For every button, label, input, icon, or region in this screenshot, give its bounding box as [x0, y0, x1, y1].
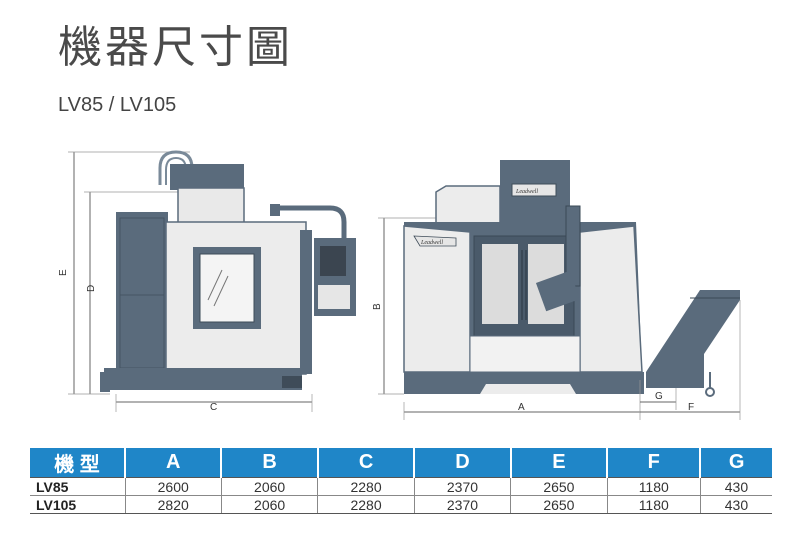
cell-d: 2370	[414, 477, 512, 496]
cell-d: 2370	[414, 495, 512, 514]
table-header-row: 機 型 A B C D E F G	[30, 448, 772, 478]
page-subtitle: LV85 / LV105	[58, 94, 177, 116]
dimension-drawing: E D C B A G F Leadwell Leadwell	[58, 150, 741, 420]
cell-f: 1180	[607, 477, 701, 496]
cell-f: 1180	[607, 495, 701, 514]
table-row: LV85 2600 2060 2280 2370 2650 1180 430	[30, 477, 772, 496]
dim-label-b: B	[372, 303, 383, 310]
page-title: 機器尺寸圖	[58, 22, 293, 73]
cell-c: 2280	[317, 495, 415, 514]
cell-a: 2820	[125, 495, 222, 514]
dim-label-a: A	[518, 402, 525, 413]
cell-b: 2060	[221, 477, 319, 496]
col-header-b: B	[221, 448, 319, 478]
front-view-machine	[378, 160, 741, 420]
col-header-a: A	[125, 448, 223, 478]
cell-e: 2650	[510, 495, 608, 514]
cell-e: 2650	[510, 477, 608, 496]
dim-label-g: G	[655, 391, 663, 402]
spec-table: 機 型 A B C D E F G LV85 2600 2060 2280 23…	[30, 448, 772, 514]
dim-label-d: D	[86, 285, 97, 292]
cell-a: 2600	[125, 477, 222, 496]
cell-c: 2280	[317, 477, 415, 496]
col-header-model: 機 型	[30, 448, 126, 478]
cell-model: LV105	[30, 495, 126, 514]
table-row: LV105 2820 2060 2280 2370 2650 1180 430	[30, 495, 772, 514]
col-header-f: F	[607, 448, 702, 478]
cell-b: 2060	[221, 495, 319, 514]
cell-model: LV85	[30, 477, 126, 496]
col-header-g: G	[700, 448, 772, 478]
dim-label-e: E	[58, 269, 69, 276]
brand-plate-text-top: Leadwell	[515, 189, 538, 195]
side-view-machine	[68, 150, 356, 412]
dim-label-f: F	[688, 402, 694, 413]
dim-label-c: C	[210, 402, 217, 413]
brand-plate-text: Leadwell	[420, 240, 443, 246]
cell-g: 430	[700, 495, 772, 514]
col-header-e: E	[510, 448, 609, 478]
cell-g: 430	[700, 477, 772, 496]
col-header-d: D	[414, 448, 512, 478]
col-header-c: C	[317, 448, 416, 478]
